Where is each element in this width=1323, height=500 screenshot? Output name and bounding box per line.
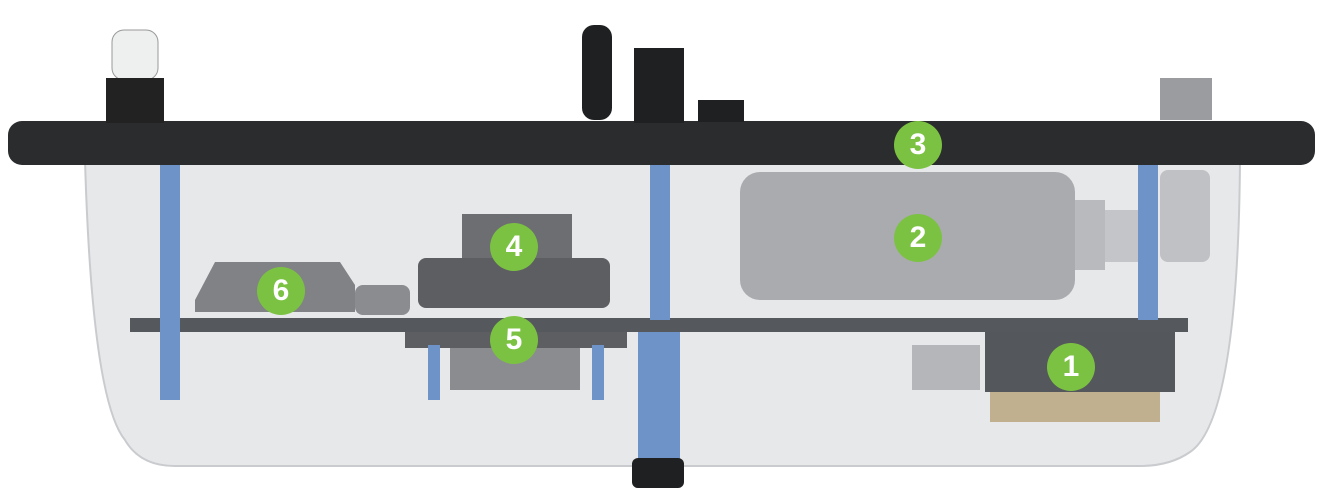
standoff-rod [592, 345, 604, 400]
connector-fitting [1160, 78, 1212, 120]
antenna-fitting [582, 25, 612, 120]
standoff-rod [650, 160, 670, 320]
standoff-rod [160, 160, 180, 400]
marker-1: 1 [1047, 343, 1095, 391]
standoff-rod [1138, 160, 1158, 320]
marker-5: 5 [490, 316, 538, 364]
standoff-rod [428, 345, 440, 400]
bottom-knob [632, 458, 684, 488]
gland-fitting [634, 48, 684, 123]
marker-2: 2 [894, 214, 942, 262]
marker-6: 6 [257, 267, 305, 315]
lid [8, 121, 1315, 165]
light-fitting [106, 29, 164, 123]
marker-3: 3 [894, 121, 942, 169]
marker-4: 4 [490, 223, 538, 271]
vent-fitting [698, 100, 744, 122]
standoff-rod [638, 332, 680, 462]
mounting-plate [130, 318, 1188, 332]
